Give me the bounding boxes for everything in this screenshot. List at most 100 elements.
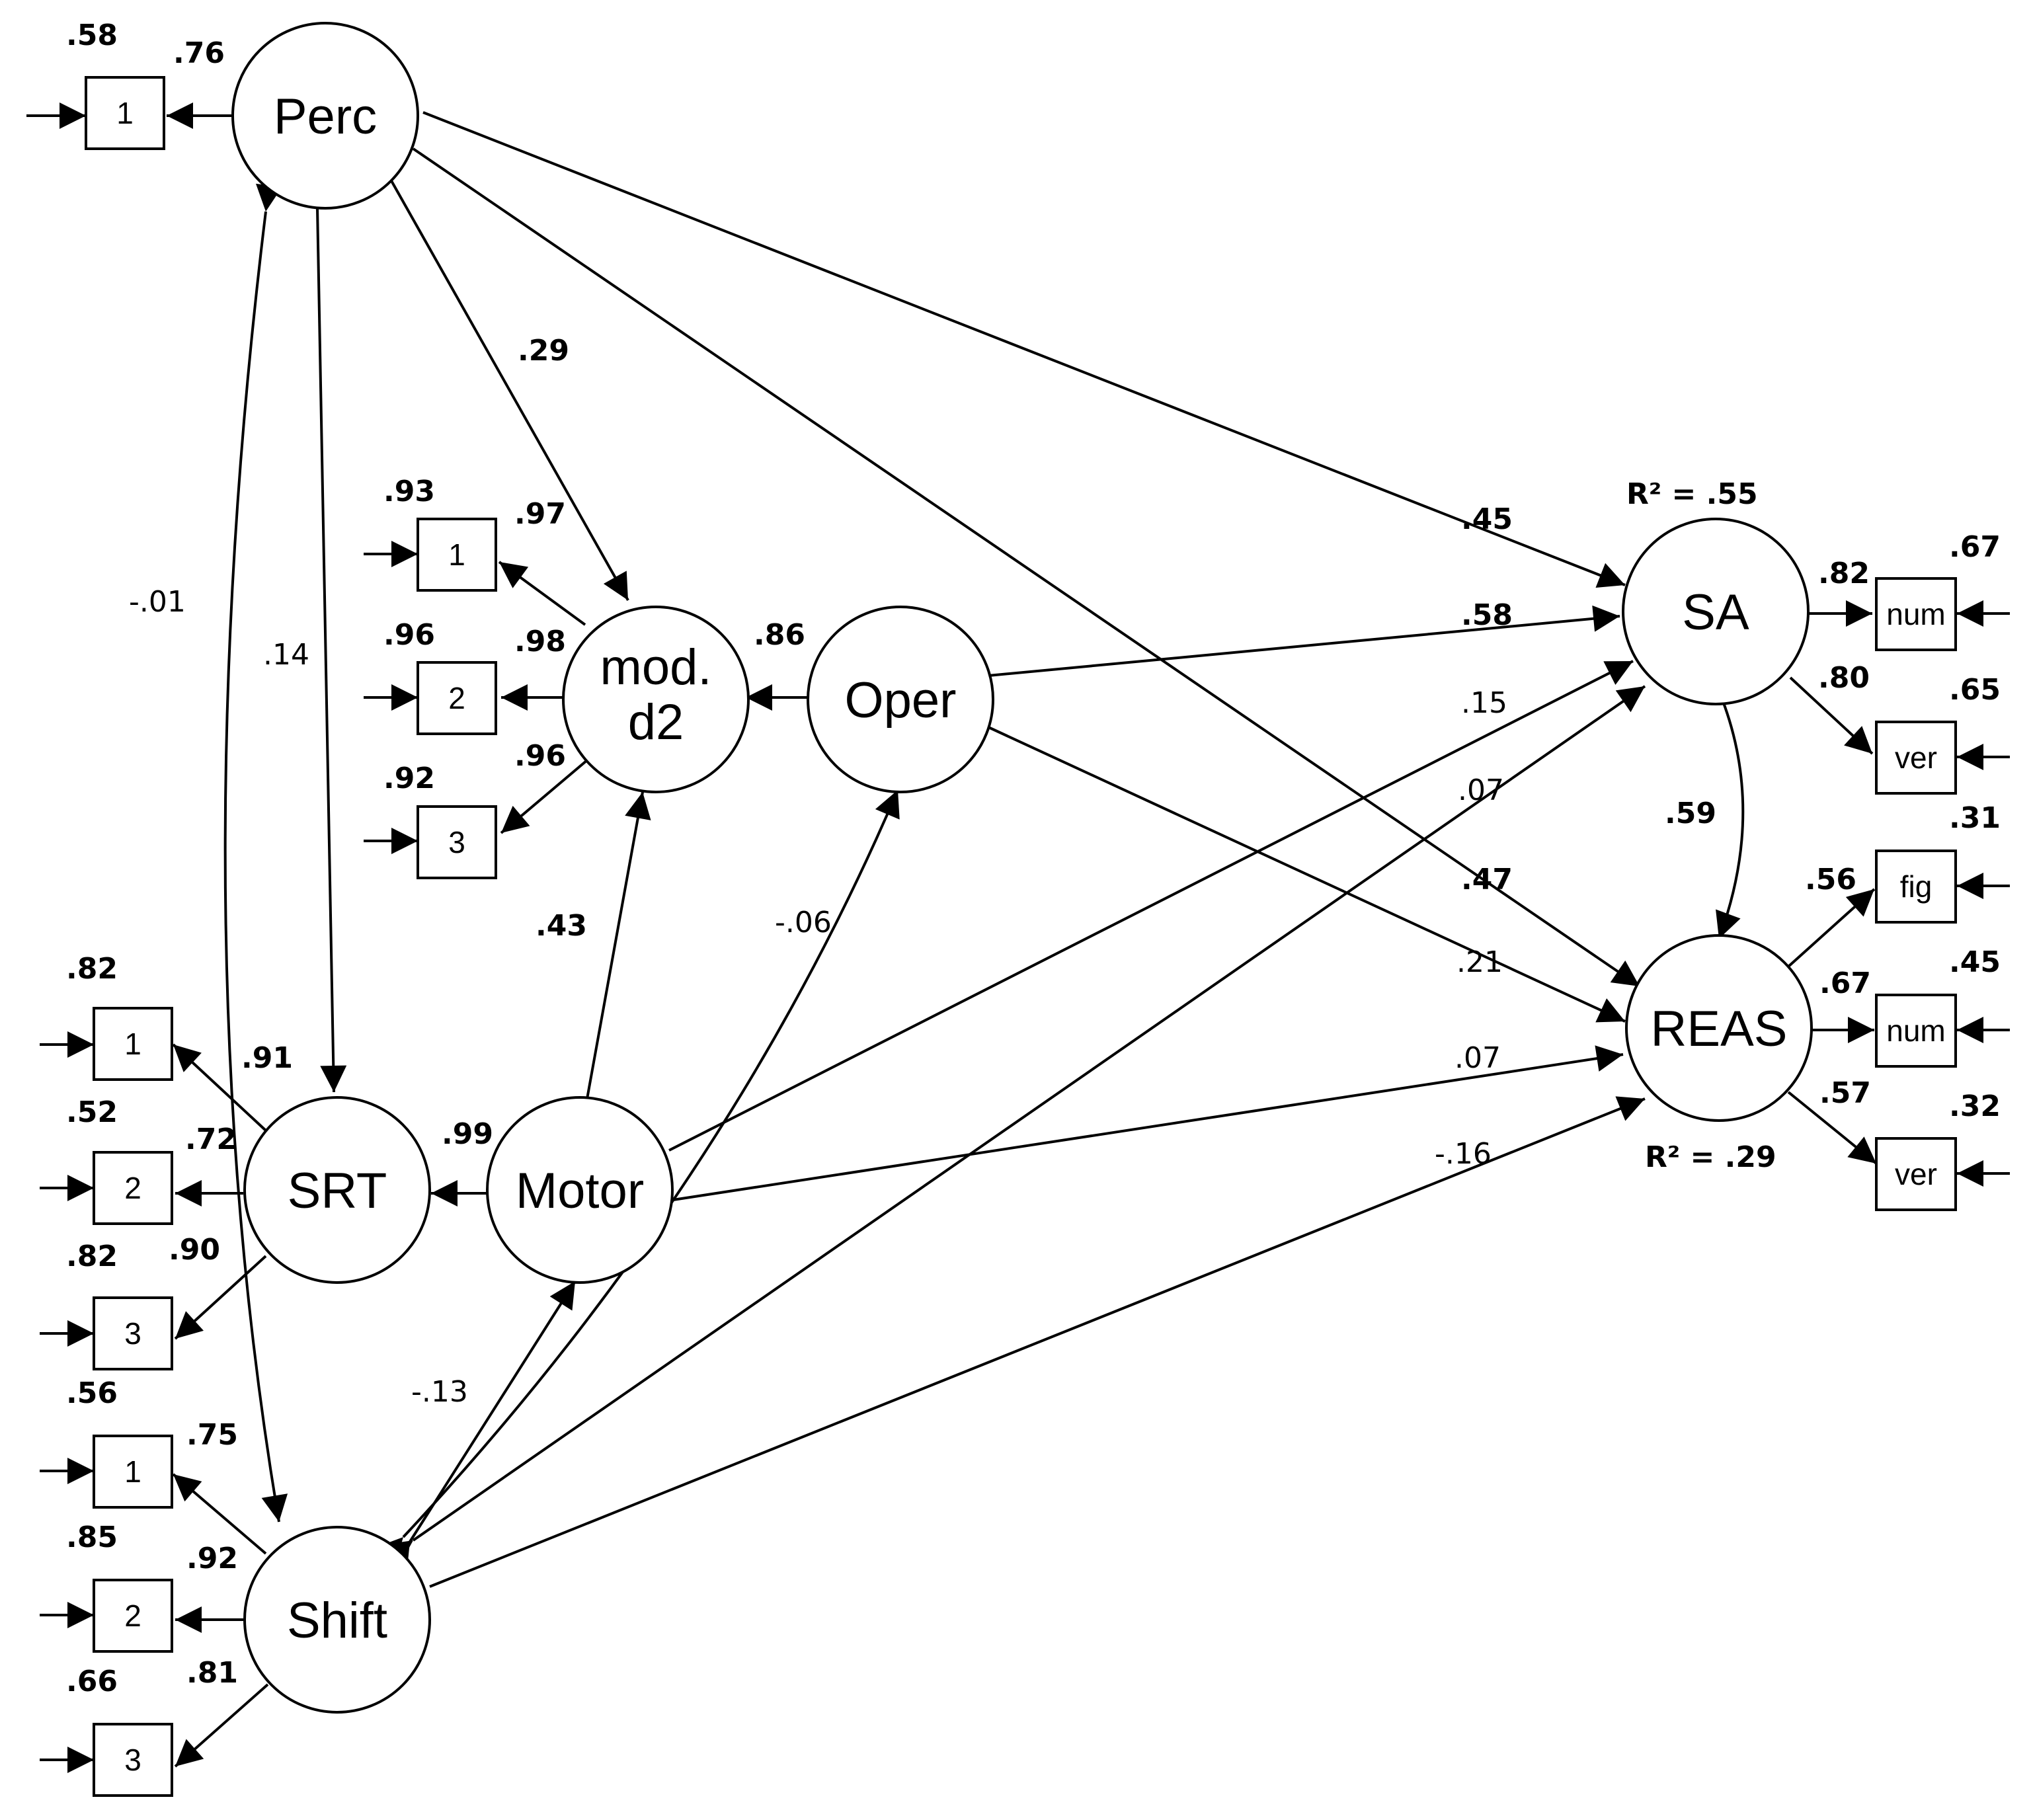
- edge-shift-3: [174, 1683, 269, 1768]
- rel-shift-2: .85: [66, 1521, 118, 1554]
- path-perc-sa: .45: [1461, 502, 1513, 536]
- indicator-shift-2: 2: [93, 1579, 173, 1653]
- indicator-srt-3: 3: [93, 1296, 173, 1370]
- edge-motor-mod: [586, 791, 651, 1099]
- load-mod-1: .97: [514, 497, 566, 531]
- latent-srt: SRT: [243, 1096, 431, 1284]
- rel-mod-1: .93: [383, 475, 435, 508]
- svg-text:1: 1: [448, 537, 465, 572]
- latent-oper: Oper: [807, 606, 994, 793]
- rel-reas-ver: .32: [1949, 1089, 2001, 1123]
- edge-perc-mod: [389, 178, 629, 601]
- load-mod-3: .96: [514, 739, 566, 773]
- svg-text:fig: fig: [1900, 869, 1933, 904]
- path-sa-reas: .59: [1665, 797, 1716, 830]
- indicator-reas-fig: fig: [1875, 850, 1957, 924]
- latent-sa-label: SA: [1682, 584, 1749, 641]
- edge-perc-srt: [316, 208, 347, 1093]
- svg-text:3: 3: [124, 1743, 141, 1777]
- rel-shift-1: .56: [66, 1376, 118, 1410]
- edge-sa-reas-cov: [1700, 670, 1745, 939]
- indicator-nodes: 1 1 2 3 1 2 3 1 2 3 num ver fig num ver: [85, 76, 1957, 1797]
- latent-mod-d2: mod. d2: [562, 606, 750, 793]
- rel-reas-fig: .31: [1949, 801, 2001, 835]
- edge-mod-1: [498, 561, 586, 626]
- svg-text:1: 1: [124, 1454, 141, 1489]
- latent-mod-label-line1: mod.: [600, 639, 712, 695]
- edge-srt-1: [172, 1043, 267, 1132]
- edge-oper-reas: [988, 726, 1626, 1023]
- svg-text:1: 1: [116, 96, 134, 130]
- rel-mod-3: .92: [383, 762, 435, 795]
- coefficient-labels: R² = .55 R² = .29 .58 .93 .96 .92 .82 .5…: [66, 19, 2001, 1698]
- edge-shift-reas: [429, 1096, 1646, 1588]
- latent-mod-label-line2: d2: [628, 694, 684, 750]
- load-reas-ver: .57: [1819, 1076, 1871, 1110]
- path-perc-shift: -.01: [129, 585, 186, 619]
- path-perc-mod: .29: [518, 334, 569, 368]
- indicator-shift-3: 3: [93, 1723, 173, 1797]
- rel-perc-1: .58: [66, 19, 118, 52]
- edge-perc-shift-cov: [223, 183, 288, 1523]
- svg-text:3: 3: [448, 825, 465, 859]
- load-srt-2: .72: [185, 1123, 237, 1156]
- rel-srt-2: .52: [66, 1095, 118, 1129]
- edge-reas-fig: [1787, 888, 1876, 968]
- latent-shift-label: Shift: [287, 1593, 387, 1649]
- indicator-mod-2: 2: [417, 661, 497, 735]
- rel-shift-3: .66: [66, 1665, 118, 1698]
- indicator-sa-num: num: [1875, 577, 1957, 651]
- edge-perc-reas: [412, 147, 1641, 988]
- latent-perc: Perc: [231, 22, 419, 210]
- svg-text:3: 3: [124, 1316, 141, 1351]
- load-reas-num: .67: [1819, 967, 1871, 1000]
- indicator-mod-3: 3: [417, 805, 497, 879]
- indicator-srt-1: 1: [93, 1007, 173, 1081]
- edge-oper-sa: [988, 605, 1620, 677]
- load-sa-num: .82: [1818, 557, 1870, 590]
- svg-text:2: 2: [448, 681, 465, 715]
- load-perc-1: .76: [173, 36, 225, 70]
- latent-reas: REAS: [1625, 934, 1813, 1122]
- load-srt-3: .90: [169, 1233, 220, 1267]
- latent-motor: Motor: [486, 1096, 674, 1284]
- indicator-mod-1: 1: [417, 518, 497, 592]
- edge-reas-ver: [1787, 1091, 1878, 1165]
- indicator-perc-1: 1: [85, 76, 165, 150]
- path-shift-motor: -.13: [411, 1375, 468, 1409]
- path-motor-reas: .07: [1455, 1041, 1501, 1075]
- path-oper-reas: .21: [1456, 945, 1503, 979]
- path-motor-sa: .15: [1461, 686, 1507, 720]
- load-shift-1: .75: [186, 1418, 238, 1452]
- edge-sa-ver: [1789, 676, 1874, 755]
- indicator-reas-ver: ver: [1875, 1137, 1957, 1211]
- load-shift-2: .92: [186, 1542, 238, 1575]
- path-shift-oper: -.06: [775, 906, 832, 939]
- rel-sa-num: .67: [1949, 530, 2001, 564]
- indicator-reas-num: num: [1875, 994, 1957, 1068]
- svg-text:ver: ver: [1895, 740, 1937, 775]
- svg-text:ver: ver: [1895, 1157, 1937, 1191]
- svg-text:2: 2: [124, 1599, 141, 1633]
- path-perc-reas: .47: [1461, 863, 1513, 896]
- load-sa-ver: .80: [1818, 661, 1870, 695]
- indicator-srt-2: 2: [93, 1151, 173, 1225]
- path-shift-reas: -.16: [1435, 1137, 1492, 1171]
- rel-sa-ver: .65: [1949, 673, 2001, 707]
- edges: [26, 102, 2010, 1773]
- edge-perc-sa: [422, 111, 1626, 588]
- r2-sa: R² = .55: [1626, 477, 1758, 511]
- latent-perc-label: Perc: [274, 89, 377, 145]
- latent-srt-label: SRT: [288, 1163, 387, 1219]
- rel-reas-num: .45: [1949, 945, 2001, 979]
- path-motor-mod: .43: [536, 909, 587, 943]
- rel-srt-3: .82: [66, 1240, 118, 1273]
- rel-mod-2: .96: [383, 618, 435, 652]
- r2-reas: R² = .29: [1645, 1140, 1776, 1174]
- edge-shift-sa: [383, 685, 1646, 1567]
- svg-text:1: 1: [124, 1027, 141, 1061]
- latent-motor-label: Motor: [516, 1163, 644, 1219]
- load-shift-3: .81: [186, 1656, 238, 1690]
- latent-reas-label: REAS: [1651, 1001, 1788, 1057]
